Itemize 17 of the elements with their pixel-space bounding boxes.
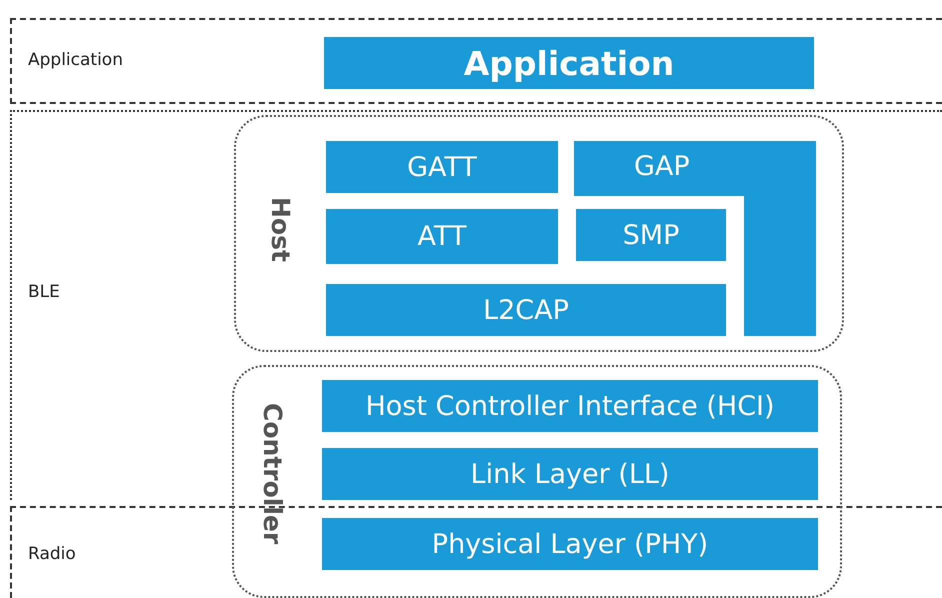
region-label: Application — [28, 50, 124, 70]
layer-box: ATT — [326, 209, 558, 264]
group-label: Controller — [258, 403, 287, 544]
layer-box — [574, 141, 816, 336]
layer-box: Link Layer (LL) — [322, 448, 818, 500]
layer-box: GATT — [326, 141, 558, 193]
layer-box: Host Controller Interface (HCI) — [322, 380, 818, 432]
layer-box: Physical Layer (PHY) — [322, 518, 818, 570]
layer-box: SMP — [576, 209, 726, 261]
layer-label: GAP — [634, 151, 690, 182]
layer-box: Application — [324, 37, 814, 89]
group-label: Host — [266, 197, 295, 262]
layer-region — [10, 18, 942, 104]
layer-box: L2CAP — [326, 284, 726, 336]
region-label: Radio — [28, 544, 77, 564]
stack-group — [234, 115, 844, 352]
region-label: BLE — [28, 282, 61, 302]
